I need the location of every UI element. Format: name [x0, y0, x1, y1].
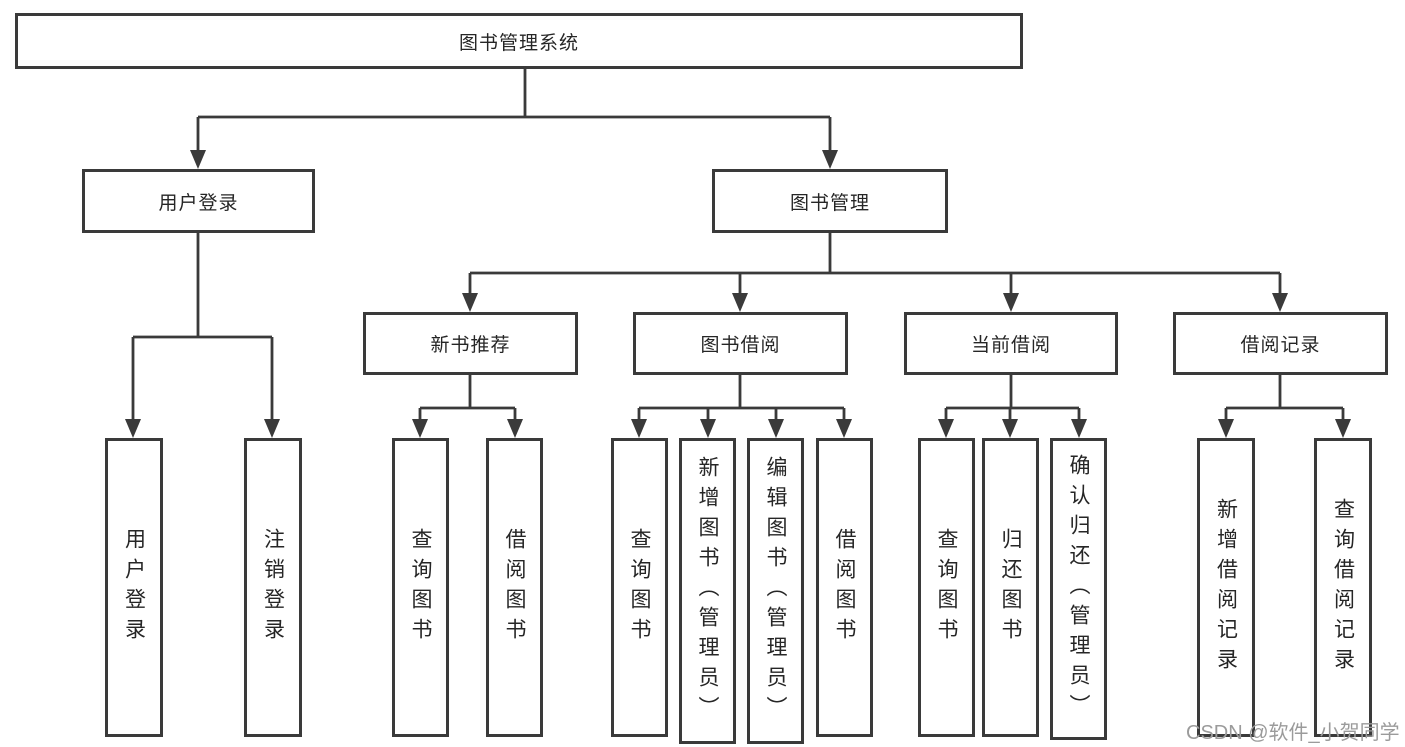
node-borrow-records: 借阅记录 — [1173, 312, 1388, 375]
node-user-login: 用户登录 — [82, 169, 315, 233]
leaf-label: 用户登录 — [122, 527, 146, 648]
arrowhead — [1218, 419, 1234, 438]
node-library-system: 图书管理系统 — [15, 13, 1023, 69]
node-label: 图书借阅 — [700, 335, 781, 356]
edge-new-book-to-leaves — [418, 375, 517, 421]
edge-book-mgmt-to-level3 — [468, 233, 1282, 294]
leaf-query-books-current: 查询图书 — [918, 438, 975, 737]
leaf-add-book-admin: 新增图书（管理员） — [679, 438, 736, 744]
node-label: 当前借阅 — [970, 335, 1051, 356]
arrowhead — [1071, 419, 1087, 438]
leaf-label: 编辑图书（管理员） — [764, 456, 787, 726]
node-new-book-recommend: 新书推荐 — [363, 312, 578, 375]
arrowhead — [190, 150, 206, 169]
arrowhead — [1272, 293, 1288, 312]
leaf-confirm-return-admin: 确认归还（管理员） — [1050, 438, 1107, 740]
leaf-edit-book-admin: 编辑图书（管理员） — [747, 438, 804, 744]
edge-borrow-records-to-leaves — [1224, 375, 1345, 421]
leaf-label: 查询图书 — [409, 527, 432, 648]
leaf-label: 查询图书 — [935, 527, 958, 648]
arrowhead — [1335, 419, 1351, 438]
leaf-add-borrow-record: 新增借阅记录 — [1197, 438, 1255, 737]
node-current-borrow: 当前借阅 — [904, 312, 1118, 375]
arrowhead — [938, 419, 954, 438]
edge-user-login-to-leaves — [131, 233, 274, 421]
leaf-label: 注销登录 — [261, 527, 285, 648]
leaf-borrow-books: 借阅图书 — [816, 438, 873, 737]
leaf-label: 查询借阅记录 — [1331, 497, 1355, 678]
node-label: 新书推荐 — [430, 335, 511, 356]
arrowhead — [768, 419, 784, 438]
arrowhead — [125, 419, 141, 438]
leaf-label: 查询图书 — [628, 527, 651, 648]
leaf-label: 借阅图书 — [503, 527, 526, 648]
arrowhead — [1002, 419, 1018, 438]
node-book-management: 图书管理 — [712, 169, 948, 233]
leaf-query-borrow-record: 查询借阅记录 — [1314, 438, 1372, 737]
arrowhead — [507, 419, 523, 438]
leaf-borrow-books-recommend: 借阅图书 — [486, 438, 543, 737]
leaf-label: 借阅图书 — [833, 527, 856, 648]
arrowhead — [631, 419, 647, 438]
arrowhead — [732, 293, 748, 312]
edge-current-borrow-to-leaves — [944, 375, 1081, 421]
arrowhead — [264, 419, 280, 438]
node-label: 借阅记录 — [1240, 335, 1321, 356]
csdn-watermark: CSDN @软件_小贺同学 — [1186, 722, 1400, 744]
node-label: 图书管理系统 — [458, 32, 579, 54]
leaf-label: 新增借阅记录 — [1214, 497, 1238, 678]
arrowhead — [412, 419, 428, 438]
arrowhead — [836, 419, 852, 438]
leaf-return-book: 归还图书 — [982, 438, 1039, 737]
arrowhead — [822, 150, 838, 169]
arrowhead — [462, 293, 478, 312]
leaf-label: 确认归还（管理员） — [1067, 454, 1090, 724]
node-label: 图书管理 — [789, 192, 870, 214]
arrowhead — [700, 419, 716, 438]
leaf-label: 新增图书（管理员） — [696, 456, 719, 726]
edge-root-to-level2 — [196, 69, 832, 152]
leaf-query-books-borrow: 查询图书 — [611, 438, 668, 737]
arrowhead — [1003, 293, 1019, 312]
leaf-user-login: 用户登录 — [105, 438, 163, 737]
node-label: 用户登录 — [158, 192, 239, 214]
edge-book-borrow-to-leaves — [637, 375, 846, 421]
node-book-borrow: 图书借阅 — [633, 312, 848, 375]
leaf-logout: 注销登录 — [244, 438, 302, 737]
leaf-label: 归还图书 — [999, 527, 1022, 648]
leaf-query-books-recommend: 查询图书 — [392, 438, 449, 737]
